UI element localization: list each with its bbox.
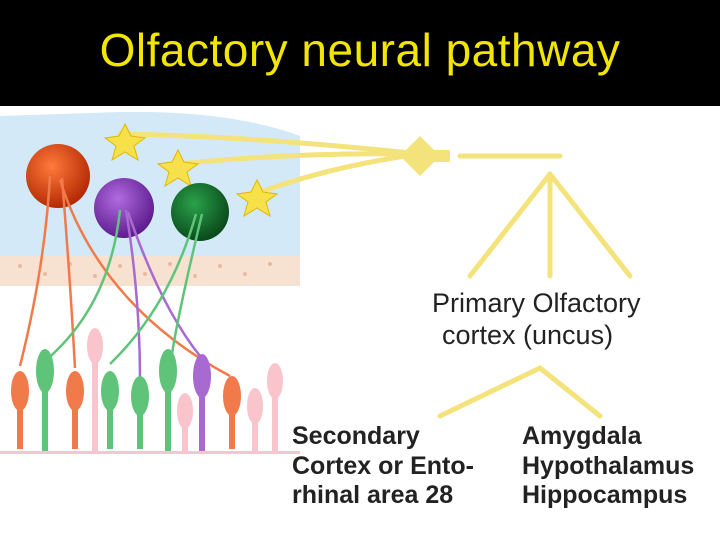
tract-stem	[420, 150, 450, 162]
primary-cortex-label: Primary Olfactory cortex (uncus)	[432, 288, 641, 352]
slide-title: Olfactory neural pathway	[99, 24, 621, 76]
glomerulus-red	[26, 144, 90, 208]
limbic-label-amygdala: Amygdala	[522, 422, 642, 450]
epithelium-surface	[0, 451, 300, 454]
primary-label-line-1: Primary Olfactory	[432, 288, 641, 318]
olfactory-illustration	[0, 111, 633, 454]
glomerulus-purple	[94, 178, 154, 238]
secondary-cortex-label: Secondary Cortex or Ento- rhinal area 28	[292, 422, 474, 511]
secondary-label-line-3: rhinal area 28	[292, 481, 454, 509]
limbic-label-hypothalamus: Hypothalamus	[522, 451, 695, 480]
limbic-label-hippocampus: Hippocampus	[522, 481, 688, 509]
secondary-label-line-2: Cortex or Ento-	[292, 451, 474, 480]
olfactory-receptor-cells	[11, 328, 283, 452]
title-bar: Olfactory neural pathway	[0, 0, 720, 106]
limbic-targets-label: Amygdala Hypothalamus Hippocampus	[522, 422, 694, 511]
olfactory-tract	[117, 131, 633, 419]
mitral-cells	[103, 122, 279, 218]
diagram-stage: Primary Olfactory cortex (uncus) Seconda…	[0, 106, 720, 540]
primary-label-line-2: cortex (uncus)	[442, 319, 614, 350]
cribriform-texture	[18, 262, 272, 278]
secondary-label-line-1: Secondary	[292, 422, 420, 450]
glomerulus-green	[171, 183, 229, 241]
